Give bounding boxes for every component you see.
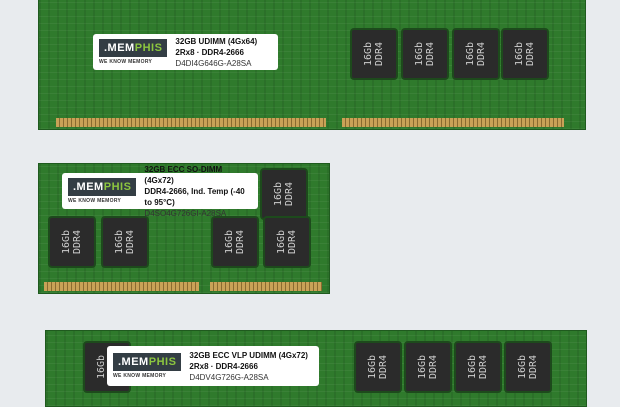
chip-marking: 16Gb DDR4	[367, 354, 389, 380]
gold-contacts	[342, 118, 564, 127]
memory-chip: 16Gb DDR4	[50, 218, 94, 266]
memory-chip: 16Gb DDR4	[403, 30, 447, 78]
memory-chip: 16Gb DDR4	[454, 30, 498, 78]
chip-marking: 16Gb DDR4	[465, 41, 487, 67]
gold-contacts	[56, 118, 326, 127]
part-number: D4SO4G726GI-A28SA	[144, 208, 227, 218]
memory-chip: 16Gb DDR4	[103, 218, 147, 266]
chip-marking: 16Gb DDR4	[114, 229, 136, 255]
capacity-line: 32GB ECC SO-DIMM (4Gx72)	[144, 164, 223, 185]
chip-marking: 16Gb DDR4	[467, 354, 489, 380]
part-number: D4DV4G726G-A28SA	[189, 372, 269, 382]
chip-marking: 16Gb DDR4	[517, 354, 539, 380]
capacity-line: 32GB UDIMM (4Gx64)	[175, 36, 258, 46]
gold-contacts	[210, 282, 322, 291]
chip-marking: 16Gb DDR4	[363, 41, 385, 67]
memory-chip: 16Gb DDR4	[265, 218, 309, 266]
memory-chip: 16Gb DDR4	[503, 30, 547, 78]
memory-chip: 16Gb DDR4	[356, 343, 400, 391]
gold-contacts	[44, 282, 199, 291]
chip-marking: 16Gb DDR4	[276, 229, 298, 255]
spec-line: DDR4-2666, Ind. Temp (-40 to 95°C)	[144, 186, 245, 207]
chip-marking: 16Gb DDR4	[273, 181, 295, 207]
memory-chip: 16Gb DDR4	[456, 343, 500, 391]
memory-chip: 16Gb DDR4	[406, 343, 450, 391]
part-number: D4DI4G646G-A28SA	[175, 58, 252, 68]
chip-marking: 16Gb DDR4	[514, 41, 536, 67]
chip-marking: 16Gb DDR4	[414, 41, 436, 67]
memory-chip: 16Gb DDR4	[262, 170, 306, 218]
chip-marking: 16Gb DDR4	[61, 229, 83, 255]
spec-line: 2Rx8 · DDR4-2666	[175, 47, 244, 57]
memory-chip: 16Gb DDR4	[506, 343, 550, 391]
capacity-line: 32GB ECC VLP UDIMM (4Gx72)	[189, 350, 308, 360]
memory-chip: 16Gb DDR4	[352, 30, 396, 78]
chip-marking: 16Gb DDR4	[224, 229, 246, 255]
memory-chip: 16Gb DDR4	[213, 218, 257, 266]
chip-marking: 16Gb DDR4	[417, 354, 439, 380]
spec-line: 2Rx8 · DDR4-2666	[189, 361, 258, 371]
